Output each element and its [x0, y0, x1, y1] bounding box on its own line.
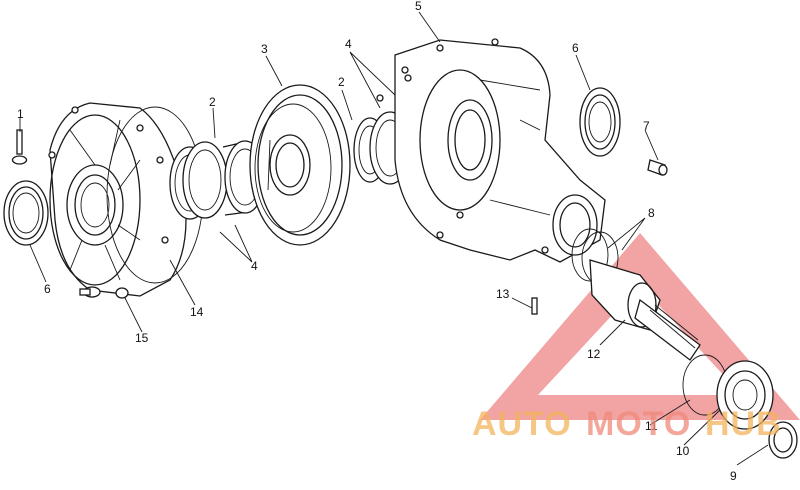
callout-15: 15	[135, 331, 149, 345]
callout-2b: 2	[338, 75, 345, 89]
pin-part-7	[647, 159, 668, 176]
shaft-nut-assembly	[682, 354, 774, 430]
bolt-washer-15	[79, 286, 129, 299]
callout-4a: 4	[345, 37, 352, 51]
watermark-auto: AUTO	[472, 405, 572, 443]
callout-6-left: 6	[44, 282, 51, 296]
callout-8: 8	[648, 206, 655, 220]
callout-9: 9	[730, 469, 737, 483]
callout-13: 13	[496, 287, 510, 301]
callout-12: 12	[587, 347, 601, 361]
callout-5: 5	[415, 0, 422, 13]
callout-1: 1	[17, 107, 24, 121]
callout-labels: 1 2 2 3 4 4 5 6 7 8 6 14 15 13 12 11 10 …	[17, 0, 737, 483]
seal-left	[3, 180, 49, 246]
end-seal-9	[768, 421, 798, 459]
callout-6-right: 6	[572, 41, 579, 55]
callout-10: 10	[676, 444, 690, 458]
callout-4b: 4	[251, 259, 258, 273]
pinion-shaft-assembly	[589, 259, 701, 361]
watermark-hub: HUB	[705, 405, 782, 443]
ring-gear-disc	[249, 84, 351, 246]
cover-housing	[48, 102, 187, 297]
callout-3: 3	[261, 42, 268, 56]
callout-14: 14	[190, 305, 204, 319]
watermark-moto: MOTO	[586, 405, 691, 443]
bearing-rings-left	[169, 140, 266, 220]
pin-part-13	[531, 297, 538, 315]
callout-7: 7	[643, 119, 650, 133]
seal-right	[579, 87, 621, 157]
callout-2a: 2	[209, 95, 216, 109]
screw-part-1	[11, 129, 28, 165]
watermark-text: AUTO MOTO HUB	[472, 405, 782, 443]
leader-lines	[19, 11, 769, 466]
callout-11: 11	[645, 419, 658, 433]
main-gear-housing	[376, 38, 606, 263]
